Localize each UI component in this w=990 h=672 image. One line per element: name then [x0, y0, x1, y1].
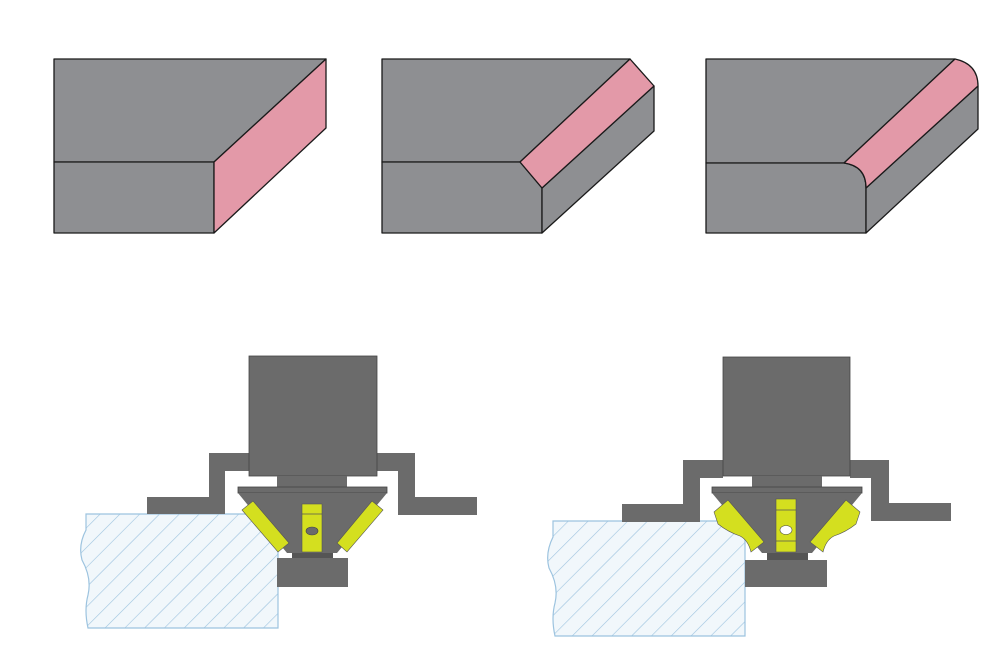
spindle-neck: [277, 476, 347, 487]
right-guide-bracket: [377, 453, 477, 515]
motor-housing: [248, 355, 378, 477]
left-guide-bracket: [622, 460, 723, 522]
spindle-neck: [752, 476, 822, 487]
radius-cutter-setup: [547, 356, 951, 637]
cutter-plate: [237, 486, 388, 494]
rounded-edge-block: [705, 58, 979, 234]
front-face: [381, 161, 543, 234]
right-guide-bracket: [850, 460, 951, 521]
screw-hole: [305, 526, 319, 536]
workpiece: [547, 520, 746, 637]
bearing-collar: [292, 553, 333, 558]
cutter-plate: [711, 486, 863, 494]
left-guide-bracket: [147, 453, 249, 514]
front-face: [53, 161, 215, 234]
bearing-block: [745, 560, 827, 587]
chamfer-face: [519, 58, 655, 189]
front-face: [705, 162, 867, 234]
chamfer-cutter-setup: [80, 355, 477, 629]
right-cutting-insert: [336, 500, 384, 553]
bearing-block: [277, 558, 348, 587]
screw-hole: [779, 525, 793, 535]
chamfer-face: [213, 58, 327, 234]
right-cutting-insert: [809, 499, 861, 553]
small-chamfer-block: [381, 58, 655, 234]
left-cutting-insert: [713, 499, 765, 553]
chamfered-edge-block: [53, 58, 327, 234]
workpiece: [80, 513, 279, 629]
motor-housing: [722, 356, 851, 477]
left-cutting-insert: [241, 500, 290, 553]
bearing-collar: [767, 553, 808, 560]
radius-face: [843, 58, 979, 189]
